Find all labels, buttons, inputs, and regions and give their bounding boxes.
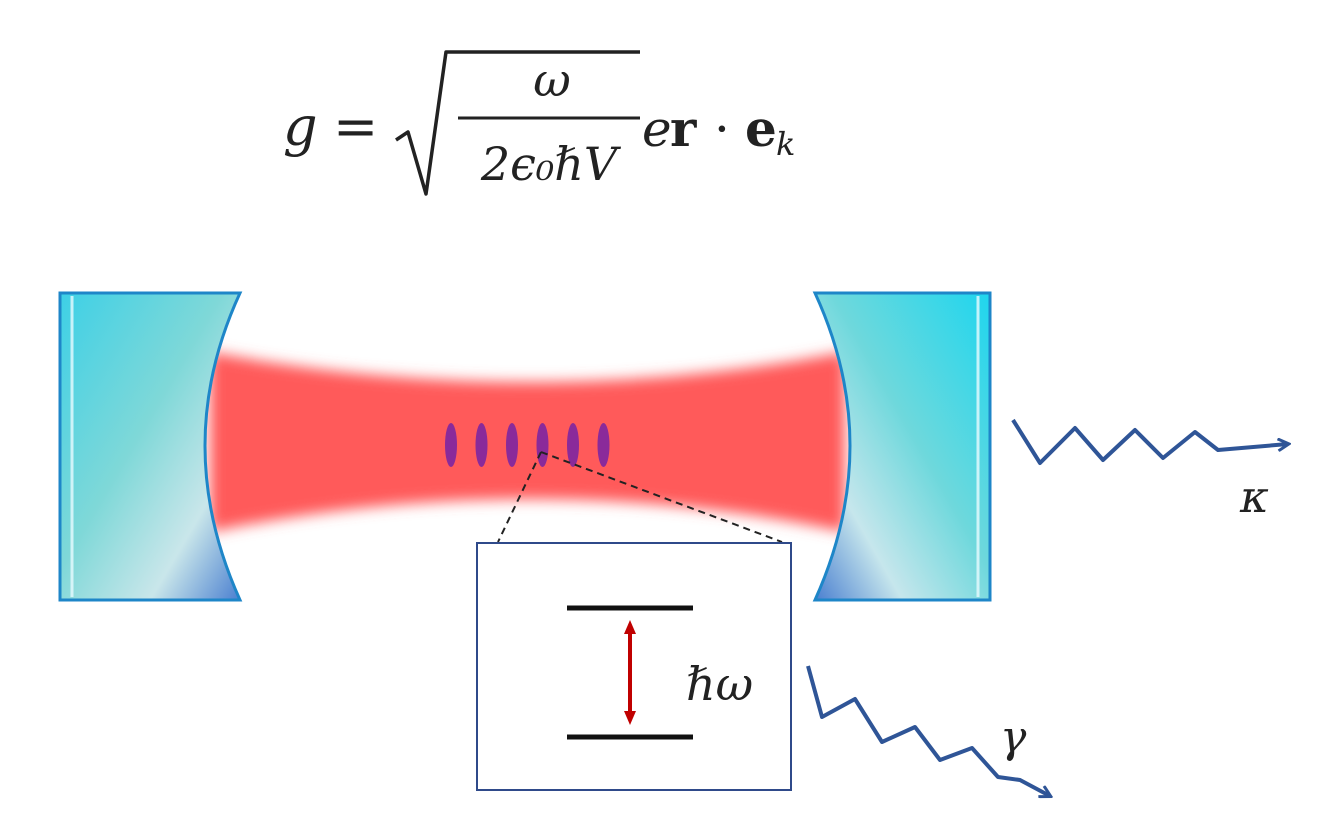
atom [506, 423, 518, 467]
formula-lhs: g [283, 95, 318, 158]
formula-numerator: ω [533, 53, 571, 107]
atom [567, 423, 579, 467]
right-mirror [812, 291, 992, 602]
atom-decay-label: γ [1000, 712, 1027, 763]
square-root-sign [395, 50, 640, 196]
zoom-line-right [540, 451, 783, 543]
wavy-arrow-icon [806, 665, 1050, 796]
atom [536, 423, 549, 467]
formula-charge: e [642, 100, 672, 158]
cavity-decay-label: κ [1239, 472, 1269, 523]
formula-polarization-vector: e [745, 99, 777, 158]
atom [445, 423, 457, 467]
zoom-line-left [497, 451, 542, 543]
atom [475, 423, 488, 467]
two-level-atom-inset: ℏω [476, 542, 792, 791]
formula-equals: = [333, 95, 378, 158]
coupling-formula: g = ω 2ϵ₀ℏV e r · e k [283, 50, 795, 196]
formula-denominator: 2ϵ₀ℏV [480, 137, 622, 191]
cavity-mode-beam [210, 352, 845, 532]
wavy-arrow-icon [1011, 418, 1288, 465]
formula-dot: · [714, 100, 730, 158]
atom [597, 423, 610, 467]
transition-energy-label: ℏω [686, 657, 753, 711]
left-mirror [58, 291, 243, 602]
formula-subscript: k [776, 125, 795, 163]
atom-array [445, 423, 610, 467]
formula-position-vector: r [670, 99, 697, 158]
